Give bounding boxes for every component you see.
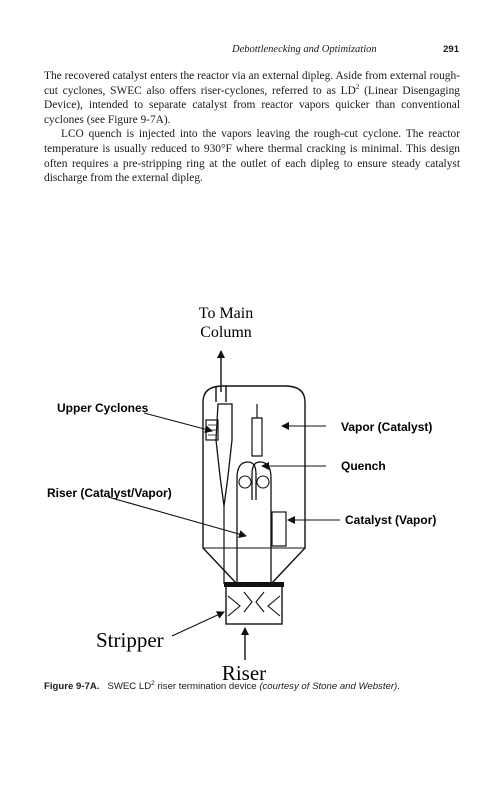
label-column: Column — [200, 324, 252, 341]
upper-cyclones-arrow — [143, 412, 213, 434]
disengager-right-inner — [256, 475, 270, 489]
label-vapor-catalyst: Vapor (Catalyst) — [341, 420, 432, 434]
ld-superscript: 2 — [355, 82, 360, 91]
label-riser-catalyst-vapor: Riser (Catalyst/Vapor) — [47, 486, 172, 500]
page-number: 291 — [443, 44, 459, 55]
caption-text-a: SWEC LD — [107, 681, 152, 692]
stripper-baffles — [227, 591, 281, 617]
paragraph-2: LCO quench is injected into the vapors l… — [44, 128, 460, 185]
paragraph-1-text-b: (Linear Disengaging Device), intended to… — [44, 84, 460, 126]
stripper-section — [225, 585, 283, 625]
disengager-left-lobe — [236, 461, 257, 500]
caption-end: . — [397, 681, 400, 692]
caption-text-b: riser termination device — [154, 681, 260, 692]
riser-catalyst-vapor-arrow — [107, 496, 247, 538]
caption-superscript: 2 — [151, 679, 155, 687]
label-riser: Riser — [222, 661, 266, 685]
vapor-duct — [251, 417, 263, 457]
figure-caption: Figure 9-7A. SWEC LD2 riser termination d… — [44, 680, 464, 693]
figure-number: Figure 9-7A. — [44, 681, 100, 692]
catalyst-dipleg-box — [271, 511, 287, 547]
body-text: The recovered catalyst enters the reacto… — [44, 69, 460, 186]
running-head: Debottlenecking and Optimization 291 — [232, 44, 459, 55]
label-quench: Quench — [341, 459, 386, 473]
stripper-arrow — [171, 611, 225, 637]
disengager-left-inner — [238, 475, 252, 489]
caption-credit: (courtesy of Stone and Webster) — [259, 681, 398, 692]
label-catalyst-vapor: Catalyst (Vapor) — [345, 513, 436, 527]
vessel-outline — [202, 385, 306, 585]
upper-cyclone-body — [215, 403, 233, 507]
pre-stripping-ring — [224, 582, 284, 587]
paragraph-1-text-a: The recovered catalyst enters the reacto… — [44, 70, 460, 97]
label-upper-cyclones: Upper Cyclones — [57, 401, 149, 415]
label-stripper: Stripper — [96, 628, 164, 652]
label-to-main: To Main — [199, 305, 253, 322]
running-head-title: Debottlenecking and Optimization — [232, 44, 377, 55]
paragraph-1: The recovered catalyst enters the reacto… — [44, 69, 460, 127]
disengager-right-lobe — [251, 461, 272, 500]
